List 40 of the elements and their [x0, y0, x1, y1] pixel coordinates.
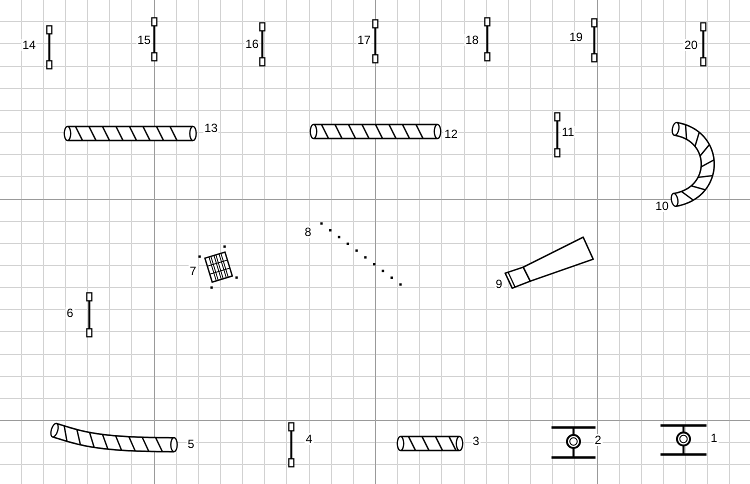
obstacle-number: 6	[66, 307, 74, 319]
obstacle-number: 15	[136, 34, 152, 46]
obstacle-number: 11	[560, 126, 576, 138]
obstacle-number: 20	[683, 39, 699, 51]
tire-jump-icon	[550, 426, 596, 458]
jump-hurdle-icon	[554, 112, 560, 158]
jump-hurdle-icon	[372, 19, 378, 64]
weave-poles-icon	[320, 222, 402, 286]
tunnel-icon	[64, 124, 195, 142]
tunnel-icon	[671, 120, 718, 209]
obstacle-number: 14	[21, 39, 37, 51]
obstacle-number: 16	[244, 38, 260, 50]
obstacle-number: 13	[203, 122, 219, 134]
obstacle-number: 2	[594, 434, 602, 446]
obstacle-number: 5	[186, 438, 196, 450]
jump-hurdle-icon	[46, 25, 52, 70]
obstacle-number: 8	[304, 226, 312, 238]
tunnel-icon	[311, 122, 440, 140]
jump-hurdle-icon	[86, 292, 92, 338]
obstacle-number: 17	[356, 34, 372, 46]
tunnel-icon	[398, 434, 462, 453]
jump-hurdle-icon	[150, 17, 158, 62]
tire-jump-icon	[658, 424, 708, 456]
pause-table-icon	[198, 245, 239, 290]
chute-tunnel-icon	[504, 236, 594, 290]
obstacle-number: 4	[304, 433, 314, 445]
jump-hurdle-icon	[700, 22, 706, 67]
obstacle-number: 1	[710, 432, 718, 444]
obstacle-number: 12	[443, 128, 459, 140]
jump-hurdle-icon	[288, 422, 294, 468]
obstacle-number: 3	[472, 435, 480, 447]
obstacle-number: 9	[494, 278, 504, 290]
jump-hurdle-icon	[484, 17, 490, 62]
jump-hurdle-icon	[258, 22, 266, 67]
jump-hurdle-icon	[590, 18, 598, 63]
obstacle-number: 10	[654, 200, 670, 212]
obstacle-number: 19	[568, 31, 584, 43]
tunnel-icon	[50, 420, 177, 454]
obstacle-number: 18	[464, 34, 480, 46]
obstacle-number: 7	[188, 265, 198, 277]
